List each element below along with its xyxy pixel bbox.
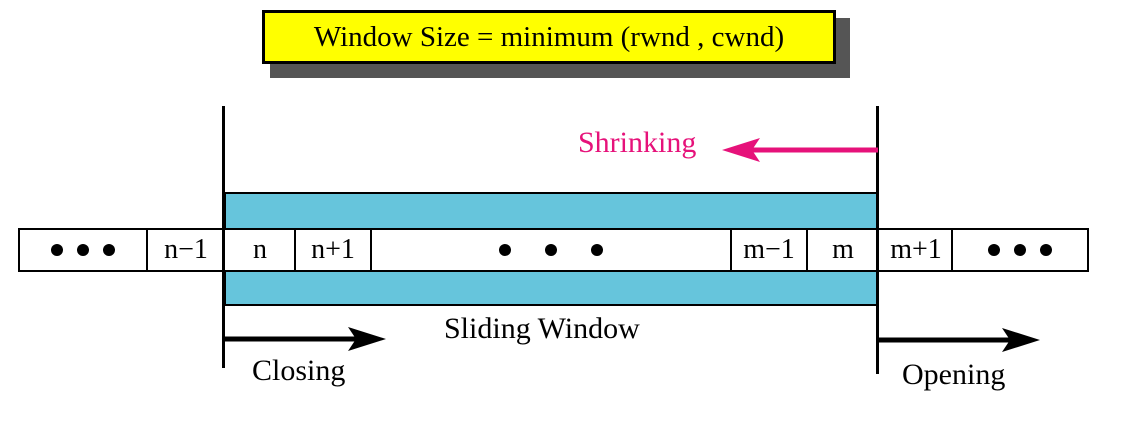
cell-m: m — [808, 228, 878, 272]
cell-m-minus-1: m−1 — [732, 228, 806, 272]
shrinking-label: Shrinking — [578, 126, 697, 159]
dot — [1014, 244, 1026, 256]
window-size-formula: Window Size = minimum (rwnd , cwnd) — [262, 10, 836, 64]
cell-m-text: m — [832, 234, 854, 265]
sliding-window-label: Sliding Window — [444, 312, 640, 345]
cell-n-text: n — [253, 234, 267, 265]
cell-m-minus-1-text: m−1 — [743, 234, 795, 265]
dot — [499, 244, 511, 256]
cell-divider — [806, 228, 808, 272]
left-window-edge — [222, 106, 225, 368]
cell-n-minus-1: n−1 — [148, 228, 224, 272]
dot — [591, 244, 603, 256]
ellipsis-dots-left — [51, 244, 115, 256]
cell-n: n — [226, 228, 294, 272]
dot — [77, 244, 89, 256]
right-window-edge — [876, 106, 879, 374]
closing-label: Closing — [252, 354, 346, 387]
cell-m-plus-1: m+1 — [881, 228, 951, 272]
cell-divider — [370, 228, 372, 272]
cell-divider — [294, 228, 296, 272]
ellipsis-dots-window — [499, 244, 603, 256]
cell-m-plus-1-text: m+1 — [890, 234, 942, 265]
dot — [51, 244, 63, 256]
cell-divider — [951, 228, 953, 272]
opening-label: Opening — [902, 358, 1006, 391]
cell-n-plus-1: n+1 — [296, 228, 370, 272]
dot — [988, 244, 1000, 256]
cell-left-ellipsis: • • • — [20, 228, 146, 272]
cell-right-ellipsis: • • • — [953, 228, 1087, 272]
cell-n-plus-1-text: n+1 — [311, 234, 355, 265]
cell-n-minus-1-text: n−1 — [164, 234, 208, 265]
dot — [1040, 244, 1052, 256]
shrinking-arrow-icon — [722, 138, 878, 162]
cell-window-ellipsis: • • • — [372, 228, 730, 272]
cell-divider — [146, 228, 148, 272]
dot — [545, 244, 557, 256]
ellipsis-dots-right — [988, 244, 1052, 256]
dot — [103, 244, 115, 256]
formula-text: Window Size = minimum (rwnd , cwnd) — [313, 20, 785, 53]
closing-arrow-icon — [224, 327, 386, 351]
opening-arrow-icon — [878, 328, 1040, 352]
cell-divider — [730, 228, 732, 272]
